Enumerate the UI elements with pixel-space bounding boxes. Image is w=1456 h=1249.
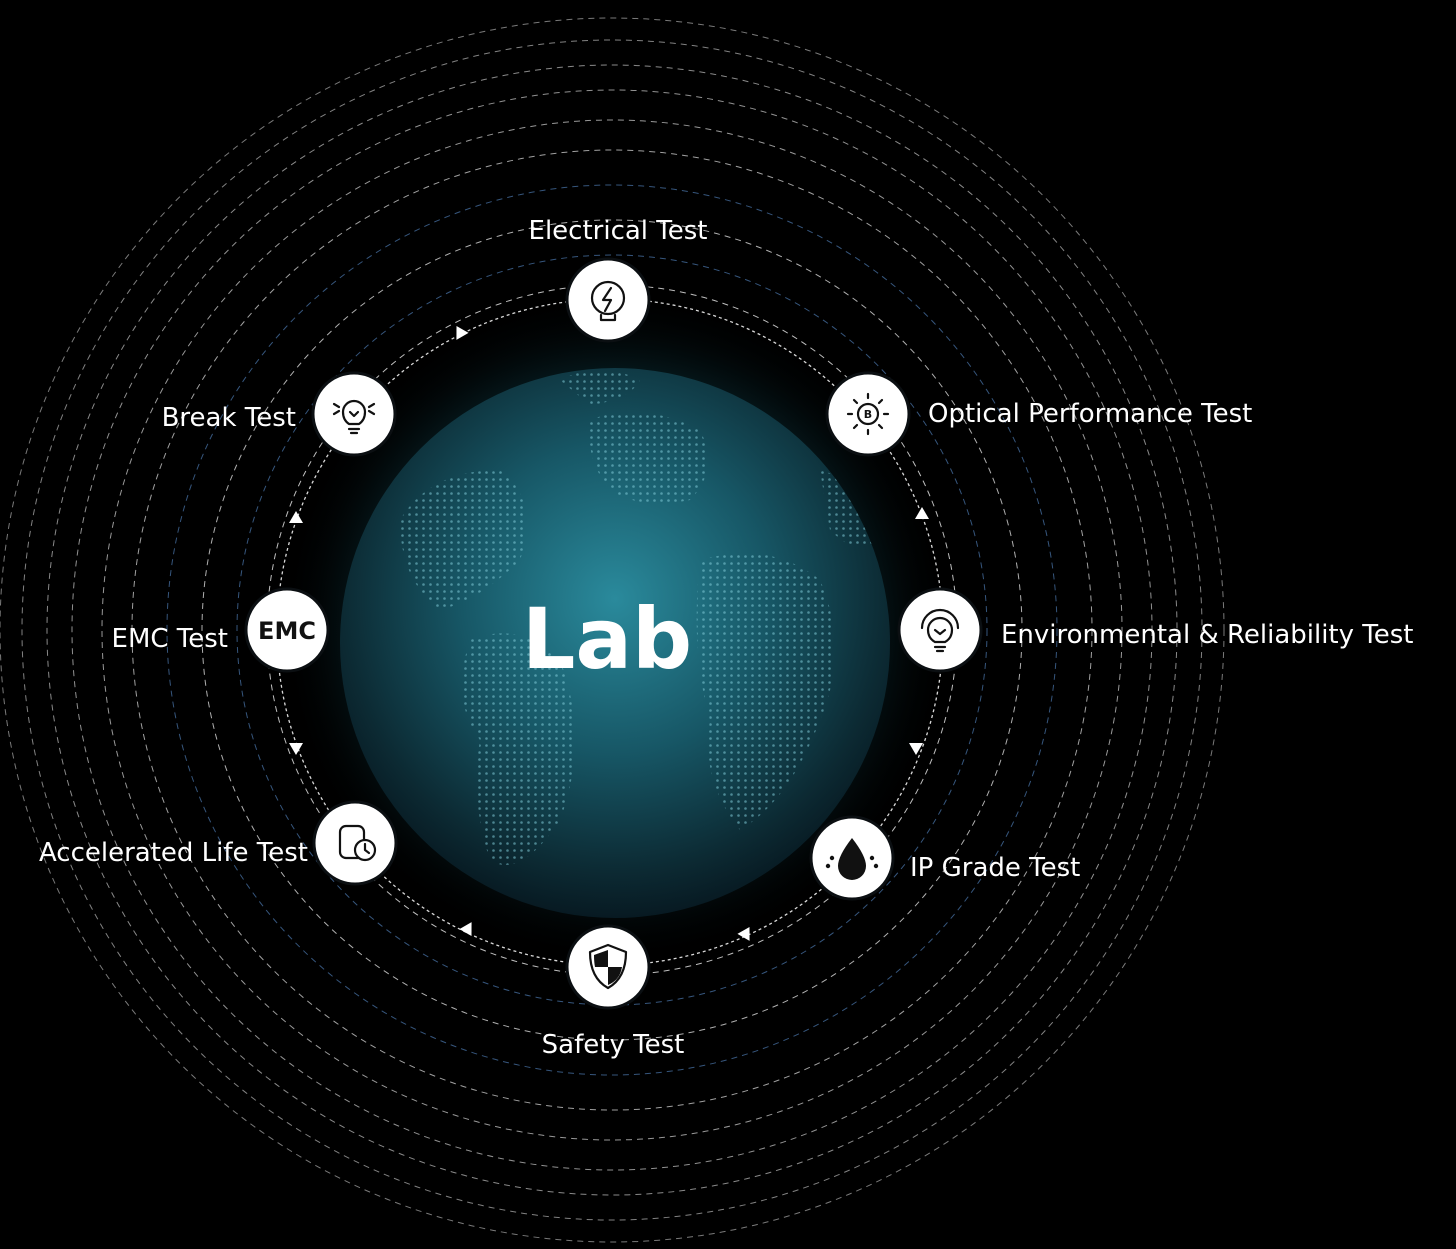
node-label-emc: EMC Test (112, 624, 228, 654)
orbit-ring (21, 39, 1203, 1221)
lightbulb-signal-icon (920, 608, 960, 653)
node-label-electrical: Electrical Test (529, 216, 708, 246)
node-label-optical: Optical Performance Test (928, 399, 1252, 429)
node-label-safety: Safety Test (542, 1030, 685, 1060)
globe-continents (400, 370, 880, 865)
node-label-accelerated: Accelerated Life Test (39, 838, 308, 868)
orbit-arrow (456, 325, 469, 340)
emc-text-icon: EMC (258, 617, 316, 645)
orbit-arrow (459, 922, 472, 937)
clock-document-icon (338, 824, 377, 862)
node-label-break: Break Test (162, 403, 296, 433)
orbit-arrows (289, 325, 929, 941)
water-drop-icon (825, 838, 879, 880)
globe: Lab (280, 293, 950, 963)
node-environmental[interactable]: Environmental & Reliability Test (897, 587, 1413, 673)
shield-icon (588, 943, 628, 990)
orbit-ring (71, 89, 1153, 1171)
orbit-ring (46, 64, 1178, 1196)
lightning-bolt-icon (590, 280, 626, 322)
orbit-ring (0, 17, 1225, 1243)
node-emc[interactable]: EMC EMC Test (112, 587, 330, 673)
node-accelerated[interactable]: Accelerated Life Test (39, 800, 398, 886)
node-optical[interactable]: B Optical Performance Test (825, 371, 1252, 457)
hub-label: Lab (522, 590, 692, 688)
orbit-arrow (289, 743, 303, 755)
orbit-ring (101, 119, 1123, 1141)
orbit-ring (166, 184, 1058, 1076)
orbit-arrow (289, 511, 303, 523)
sun-b-icon: B (846, 392, 890, 436)
node-label-environmental: Environmental & Reliability Test (1001, 620, 1413, 650)
node-electrical[interactable]: Electrical Test (529, 216, 708, 343)
node-safety[interactable]: Safety Test (542, 924, 685, 1060)
broken-bulb-icon (332, 399, 376, 435)
orbit-ring (201, 219, 1023, 1041)
node-break[interactable]: Break Test (162, 371, 397, 457)
node-ip[interactable]: IP Grade Test (809, 815, 1080, 901)
svg-text:B: B (864, 408, 872, 421)
orbit-arrow (915, 507, 929, 519)
orbit-arrow (737, 926, 750, 941)
node-label-ip: IP Grade Test (910, 853, 1080, 883)
orbit-arrow (909, 743, 923, 755)
orbit-rings (0, 17, 1225, 1243)
orbit-ring (131, 149, 1093, 1111)
